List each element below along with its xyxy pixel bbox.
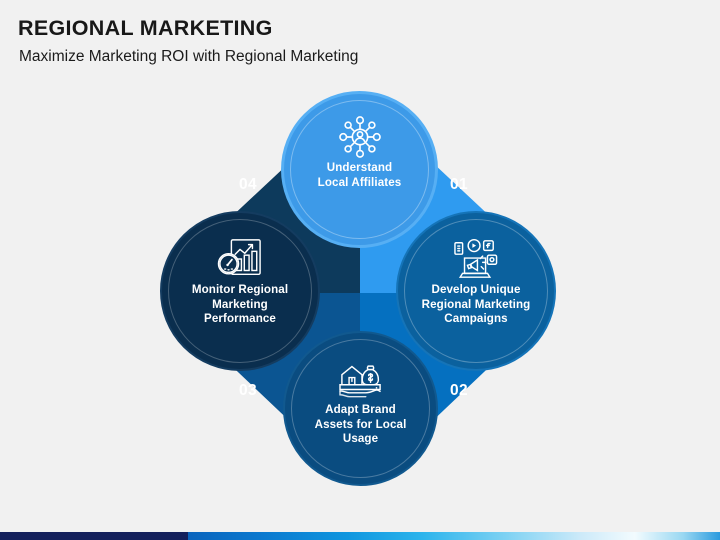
network-people-icon <box>332 113 388 161</box>
node-04-line3: Performance <box>204 312 276 325</box>
node-01-line2: Local Affiliates <box>317 175 402 189</box>
footer-gradient-segment <box>188 532 720 540</box>
laptop-megaphone-social-icon <box>448 235 504 283</box>
step-number-03: 03 <box>239 382 258 399</box>
step-number-04: 04 <box>239 176 258 193</box>
node-02-line1: Develop Unique <box>431 283 521 296</box>
node-02-line3: Campaigns <box>444 312 508 325</box>
node-03-line2: Assets for Local <box>314 417 407 431</box>
step-number-02: 02 <box>450 382 469 399</box>
house-money-bag-hand-icon <box>333 355 389 403</box>
step-number-01: 01 <box>450 176 469 193</box>
page-title: REGIONAL MARKETING <box>18 16 273 40</box>
node-03-line1: Adapt Brand <box>325 403 396 416</box>
chart-report-gauge-icon <box>212 235 268 283</box>
footer-navy-segment <box>0 532 188 540</box>
footer-accent-bar <box>0 532 720 540</box>
node-04-line1: Monitor Regional <box>191 283 289 296</box>
node-04-line2: Marketing <box>212 297 268 311</box>
node-03-line3: Usage <box>342 432 379 445</box>
node-01-line1: Understand <box>326 161 393 174</box>
page-subtitle: Maximize Marketing ROI with Regional Mar… <box>19 48 359 65</box>
node-02-line2: Regional Marketing <box>421 297 531 311</box>
